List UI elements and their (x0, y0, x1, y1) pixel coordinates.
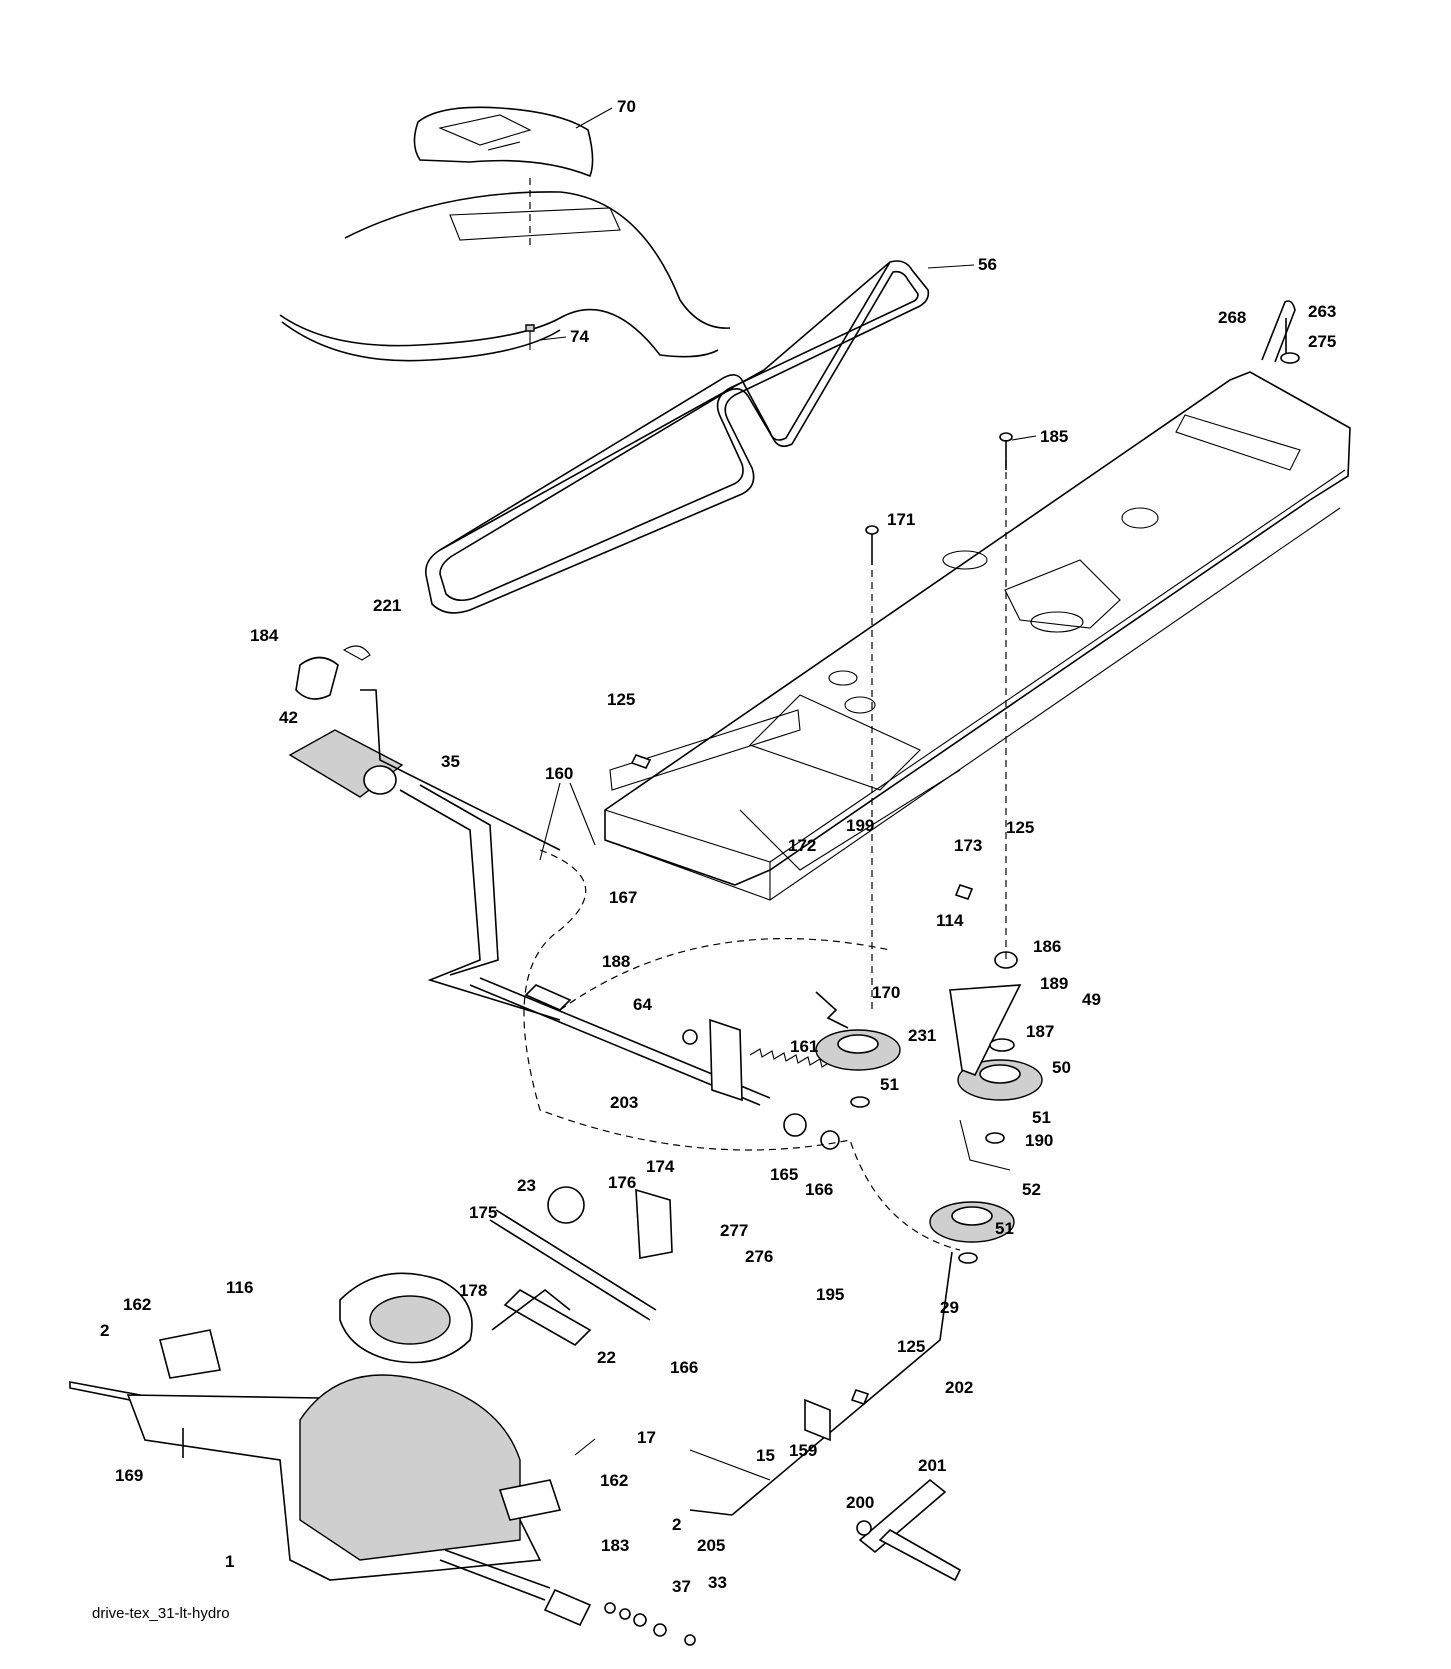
callout-221: 221 (373, 596, 401, 615)
callout-125: 125 (607, 690, 635, 709)
fender-part (279, 106, 731, 362)
callout-114: 114 (936, 911, 964, 930)
callout-159: 159 (789, 1441, 817, 1460)
callout-56: 56 (978, 255, 997, 274)
callout-165: 165 (770, 1165, 798, 1184)
callout-17: 17 (637, 1428, 656, 1447)
frame-part (604, 371, 1351, 901)
callout-23: 23 (517, 1176, 536, 1195)
callout-29: 29 (940, 1298, 959, 1317)
callout-268: 268 (1218, 308, 1246, 327)
callout-184: 184 (250, 626, 279, 645)
shaft-part (469, 849, 961, 1251)
callout-190: 190 (1025, 1131, 1053, 1150)
callout-51b: 51 (1032, 1108, 1051, 1127)
callout-187: 187 (1026, 1022, 1054, 1041)
callout-49: 49 (1082, 990, 1101, 1009)
callout-172: 172 (788, 836, 816, 855)
callout-203: 203 (610, 1093, 638, 1112)
callout-37: 37 (672, 1577, 691, 1596)
callout-171: 171 (887, 510, 915, 529)
bolts-part (630, 300, 1300, 1405)
callout-2b: 2 (672, 1515, 681, 1534)
callout-125c: 125 (897, 1337, 925, 1356)
callout-2a: 2 (100, 1321, 109, 1340)
callout-166b: 166 (670, 1358, 698, 1377)
callout-174: 174 (646, 1157, 675, 1176)
callout-42: 42 (279, 708, 298, 727)
callout-74: 74 (570, 327, 589, 346)
callout-173: 173 (954, 836, 982, 855)
callout-176: 176 (608, 1173, 636, 1192)
callout-183: 183 (601, 1536, 629, 1555)
callout-276: 276 (745, 1247, 773, 1266)
callout-22: 22 (597, 1348, 616, 1367)
callout-201: 201 (918, 1456, 946, 1475)
callout-51a: 51 (880, 1075, 899, 1094)
callout-166a: 166 (805, 1180, 833, 1199)
callout-70: 70 (617, 97, 636, 116)
callout-170: 170 (872, 983, 900, 1002)
callout-1: 1 (225, 1552, 234, 1571)
callout-199: 199 (846, 816, 874, 835)
callout-162b: 162 (600, 1471, 628, 1490)
callout-167: 167 (609, 888, 637, 907)
callout-189: 189 (1040, 974, 1068, 993)
callout-51c: 51 (995, 1219, 1014, 1238)
callout-35: 35 (441, 752, 460, 771)
callout-277: 277 (720, 1221, 748, 1240)
transaxle-part (69, 1186, 696, 1646)
callout-50: 50 (1052, 1058, 1071, 1077)
callout-116: 116 (226, 1278, 253, 1297)
drive-belt-part (424, 260, 930, 614)
callout-275: 275 (1308, 332, 1336, 351)
callout-160: 160 (545, 764, 573, 783)
callout-185: 185 (1040, 427, 1068, 446)
callout-52: 52 (1022, 1180, 1041, 1199)
pulley-part (749, 460, 1043, 1264)
callout-178: 178 (459, 1281, 487, 1300)
callout-200: 200 (846, 1493, 874, 1512)
callout-125b: 125 (1006, 818, 1034, 837)
callout-169: 169 (115, 1466, 143, 1485)
callout-188: 188 (602, 952, 630, 971)
callout-186: 186 (1033, 937, 1061, 956)
rods-part (489, 1188, 962, 1582)
callout-195: 195 (816, 1285, 844, 1304)
callout-202: 202 (945, 1378, 973, 1397)
callout-205: 205 (697, 1536, 725, 1555)
pedal-part (288, 645, 561, 1021)
callout-33: 33 (708, 1573, 727, 1592)
callout-15: 15 (756, 1446, 775, 1465)
callout-162a: 162 (123, 1295, 151, 1314)
callout-175: 175 (469, 1203, 497, 1222)
callout-263: 263 (1308, 302, 1336, 321)
callout-64: 64 (633, 995, 652, 1014)
diagram-caption: drive-tex_31-lt-hydro (92, 1605, 230, 1622)
callout-231: 231 (908, 1026, 936, 1045)
callout-161: 161 (790, 1037, 818, 1056)
callout-labels: 70 56 74 268 263 275 185 171 221 184 42 … (100, 97, 1336, 1596)
